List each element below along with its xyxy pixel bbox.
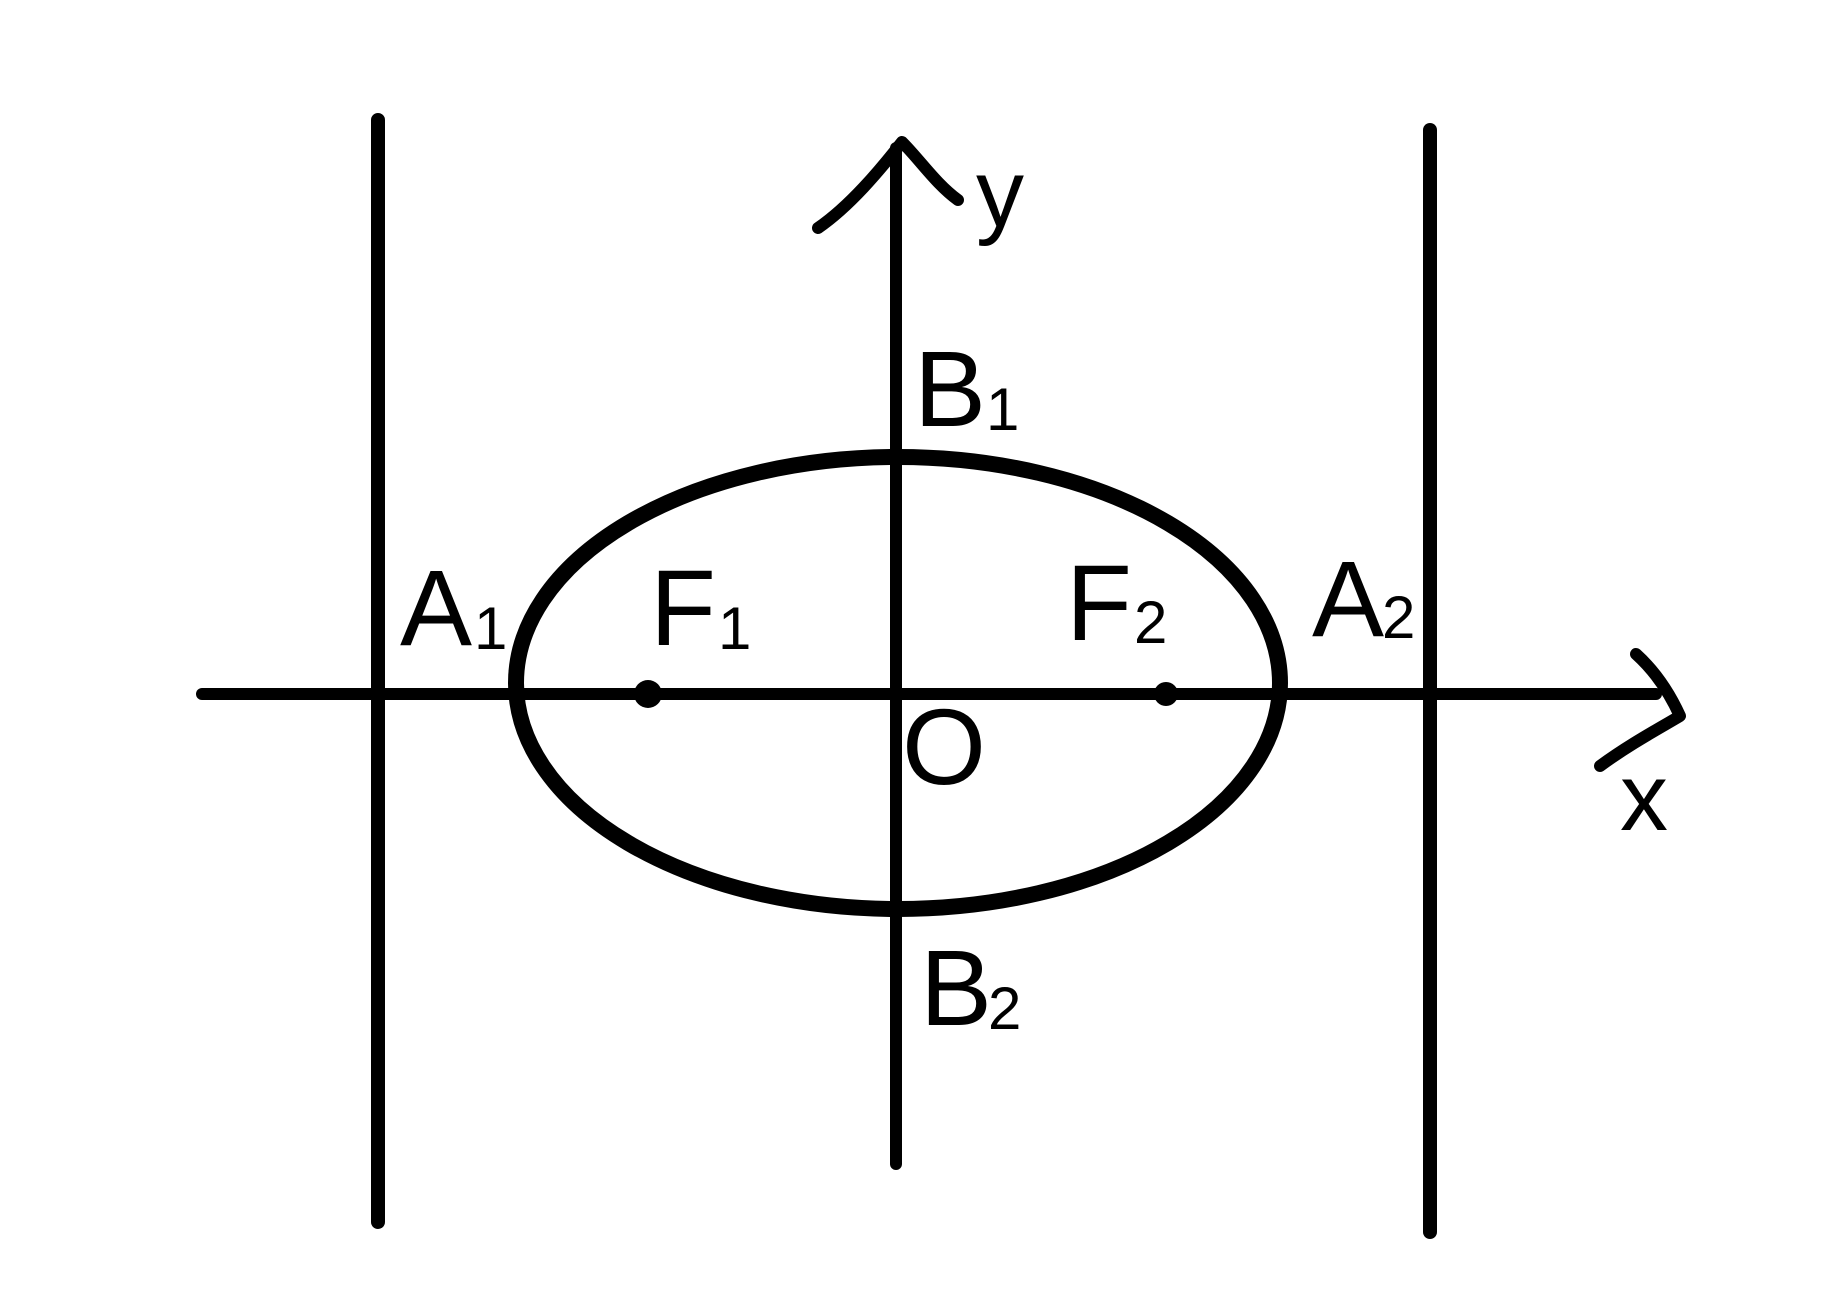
vertex-b1-letter: B xyxy=(914,328,986,449)
x-axis-label: x xyxy=(1620,744,1668,851)
focus-point-f2 xyxy=(1154,682,1178,706)
x-axis-arrowhead-icon xyxy=(1594,648,1686,772)
vertex-a2-letter: A xyxy=(1312,538,1384,659)
vertex-b2-letter: B xyxy=(920,927,992,1048)
focus-point-f1 xyxy=(634,680,662,708)
y-axis-arrowhead-icon xyxy=(812,136,964,234)
vertex-b2-subscript: 2 xyxy=(988,975,1021,1042)
vertex-a1-subscript: 1 xyxy=(474,595,507,662)
vertex-b1-subscript: 1 xyxy=(986,376,1019,443)
origin-label: O xyxy=(902,686,986,807)
focus-f1-subscript: 1 xyxy=(718,595,751,662)
focus-f2-letter: F xyxy=(1066,542,1132,663)
focus-f2-subscript: 2 xyxy=(1134,589,1167,656)
vertex-a1-letter: A xyxy=(400,547,472,668)
vertex-a2-subscript: 2 xyxy=(1382,584,1415,651)
y-axis-label: y xyxy=(976,140,1024,247)
ellipse-curve xyxy=(508,449,1288,917)
focus-f1-letter: F xyxy=(650,547,716,668)
